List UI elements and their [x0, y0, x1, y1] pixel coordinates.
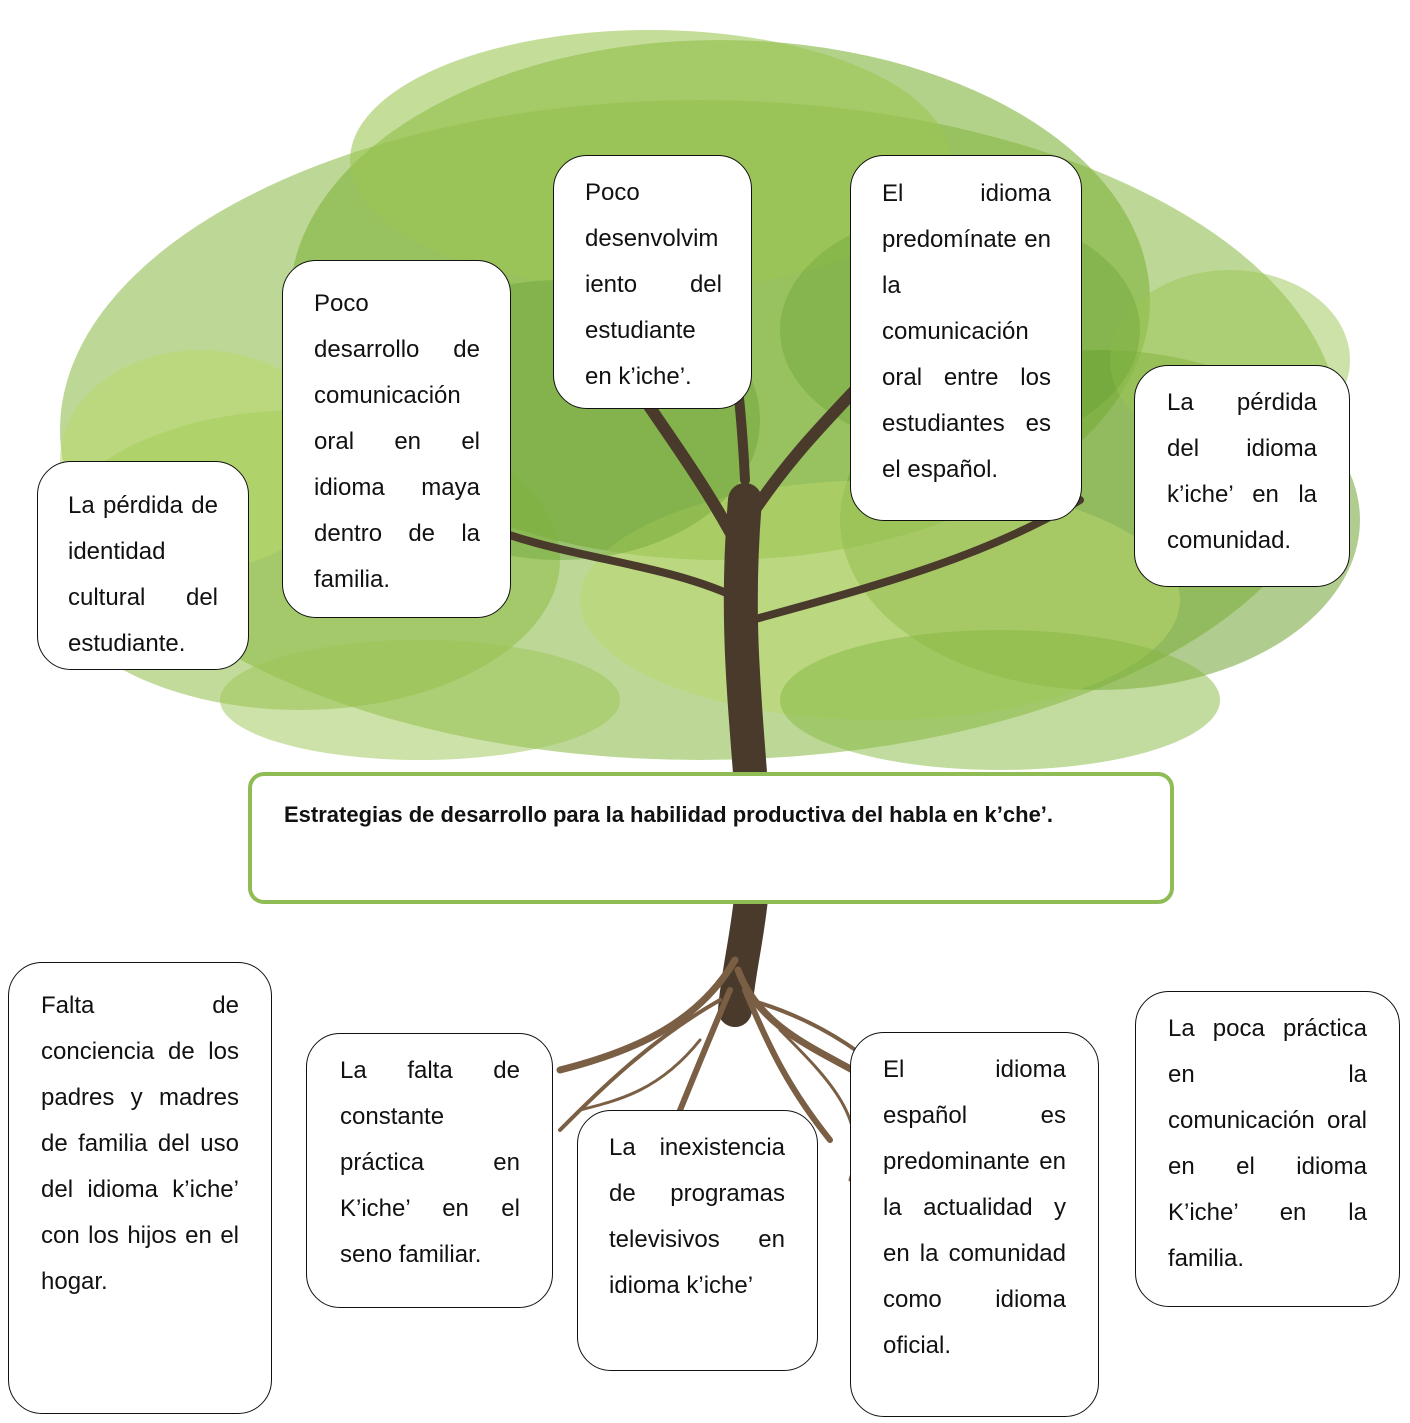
central-problem-title: Estrategias de desarrollo para la habili… — [248, 772, 1174, 904]
leaf-box-predominant-language: El idioma predomínate en la comunicación… — [850, 155, 1082, 521]
root-box-parent-awareness: Falta de conciencia de los padres y madr… — [8, 962, 272, 1414]
leaf-box-student-performance: Poco desenvolvimiento del estudiante en … — [553, 155, 752, 409]
root-box-oral-practice: La poca práctica en la comunicación oral… — [1135, 991, 1400, 1307]
leaf-box-community-language-loss: La pérdida del idioma k’iche’ en la comu… — [1134, 365, 1350, 587]
leaf-box-family-oral-communication: Poco desarrollo de comunicación oral en … — [282, 260, 511, 618]
root-box-family-practice: La falta de constante práctica en K’iche… — [306, 1033, 553, 1308]
root-box-spanish-official: El idioma español es predominante en la … — [850, 1032, 1099, 1417]
leaf-box-identity-loss: La pérdida de identidad cultural del est… — [37, 461, 249, 670]
root-box-tv-programs: La inexistencia de programas televisivos… — [577, 1110, 818, 1371]
